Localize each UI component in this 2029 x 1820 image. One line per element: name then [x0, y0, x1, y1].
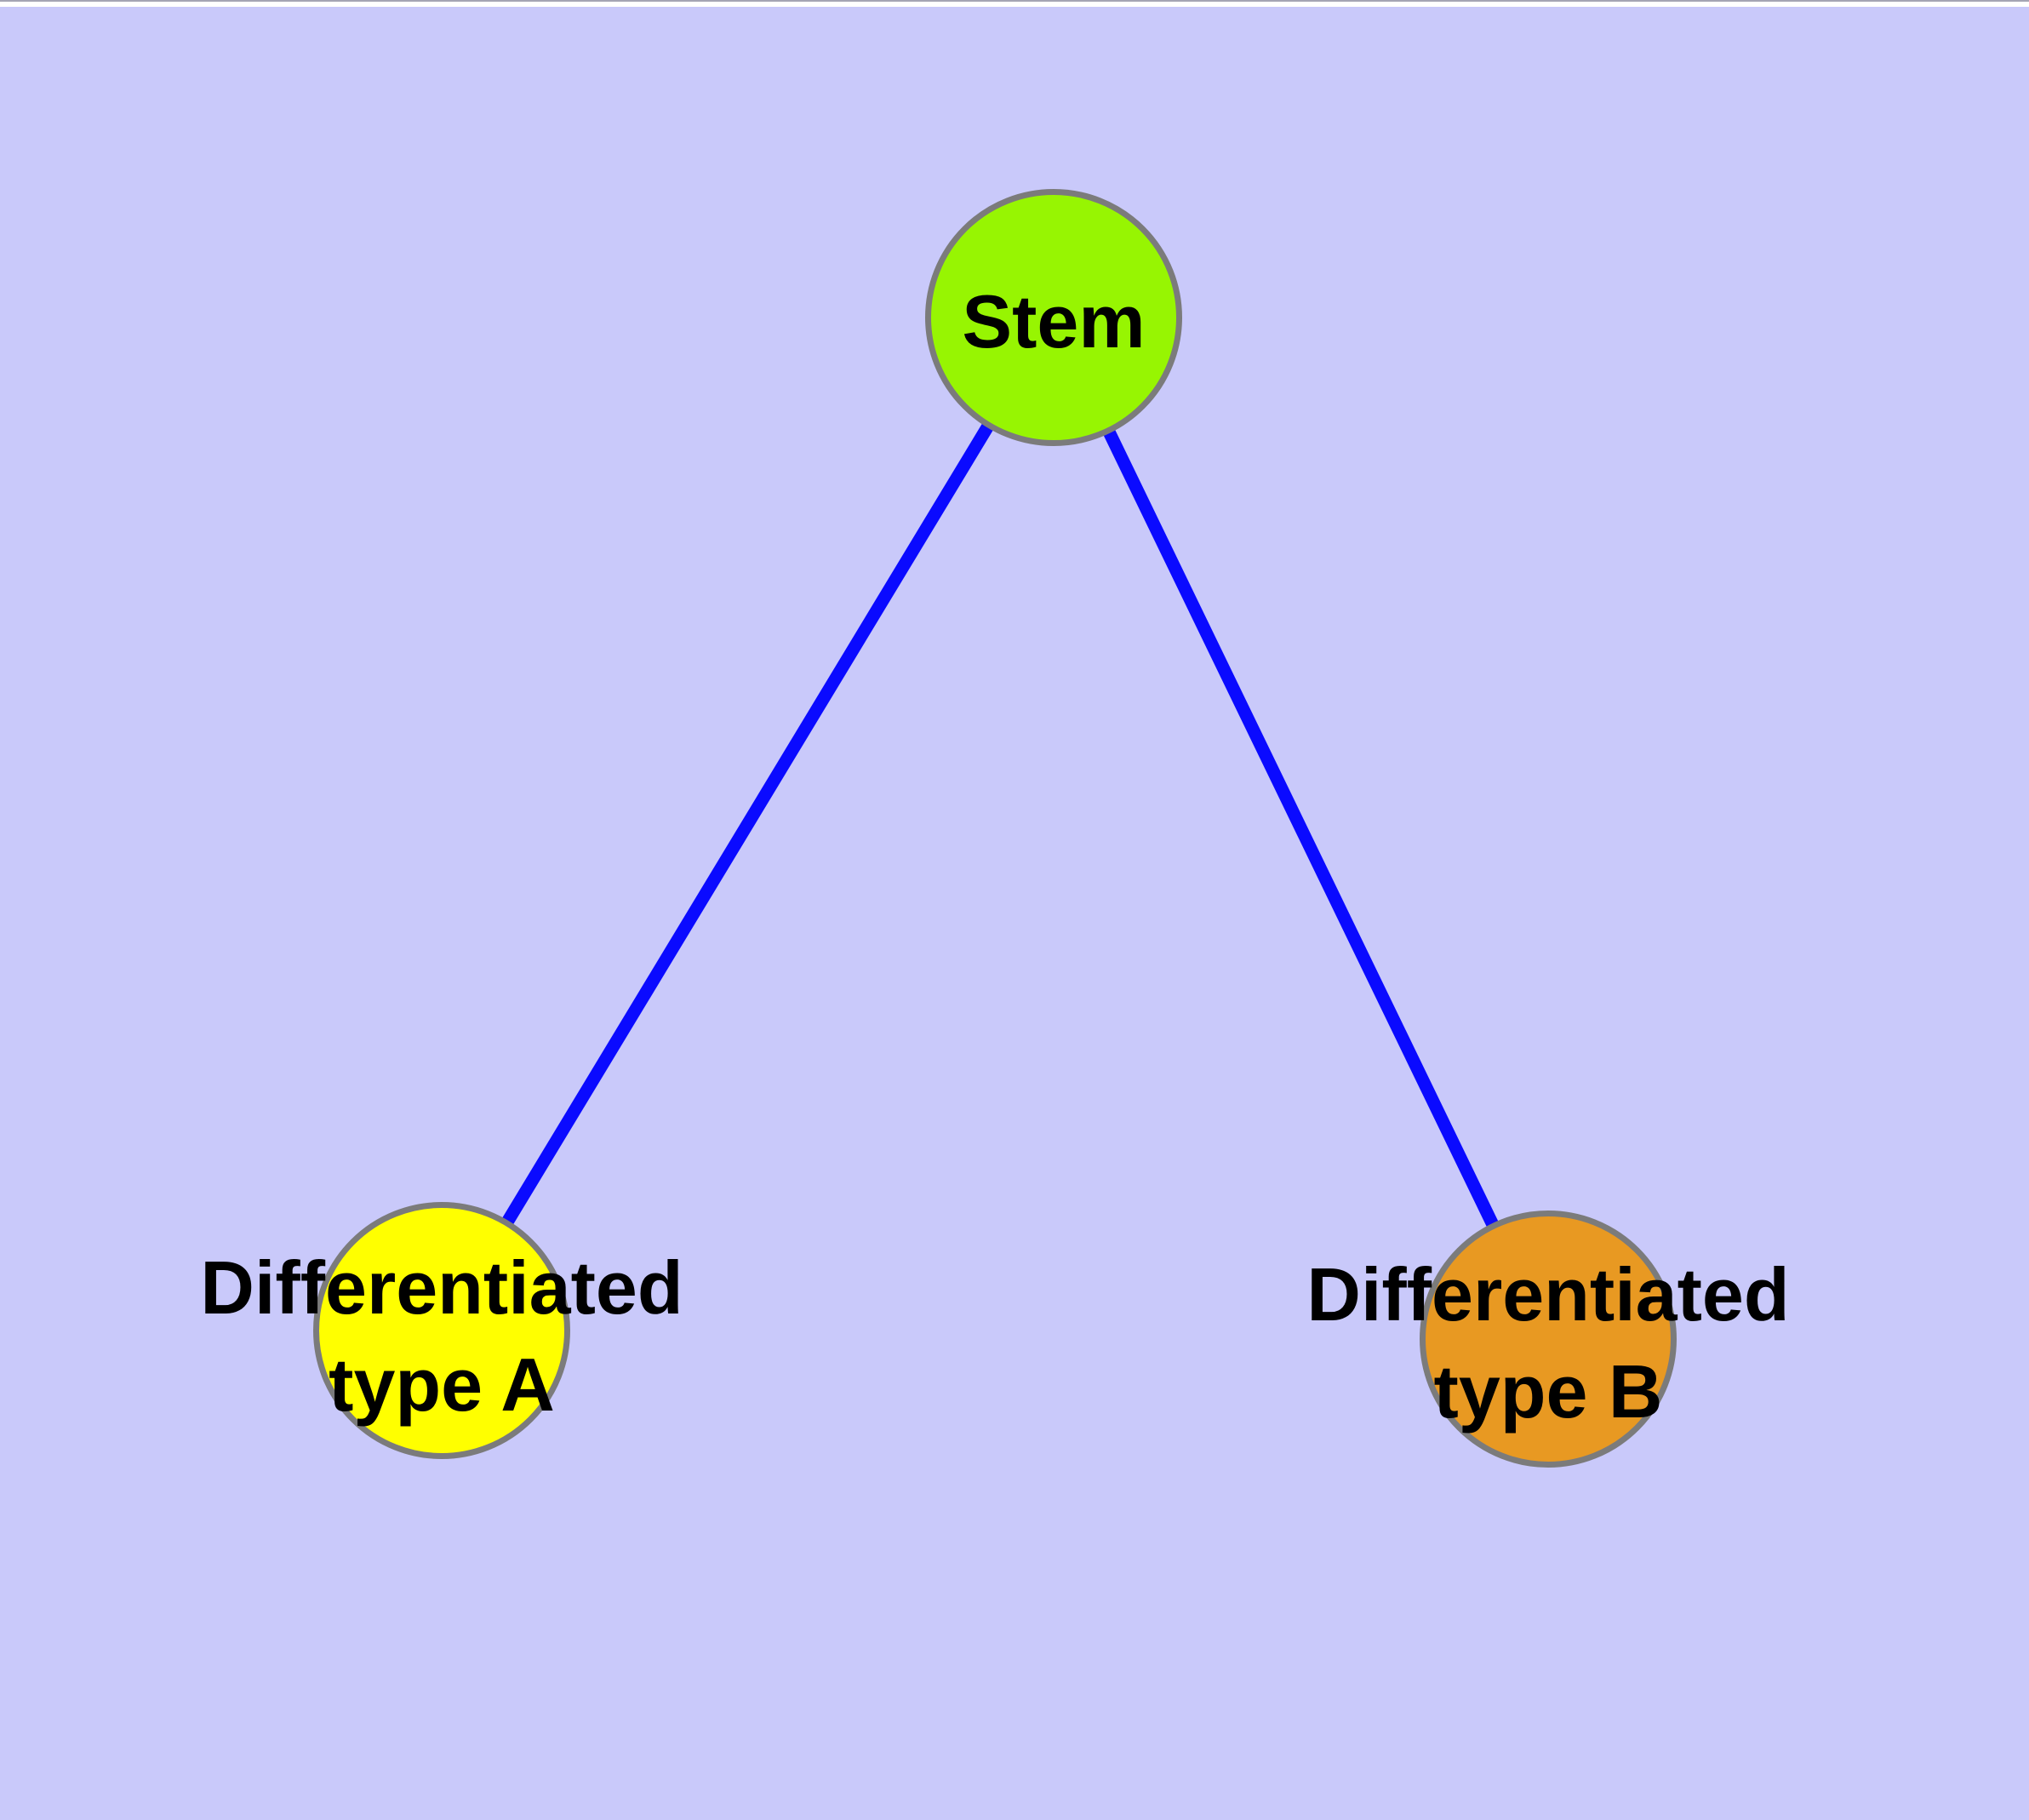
node-label-differentiated-type-a: Differentiated type A: [200, 1239, 683, 1434]
node-differentiated-type-a[interactable]: [313, 1202, 570, 1459]
node-label-line: type B: [1433, 1349, 1663, 1434]
node-differentiated-type-b[interactable]: [1420, 1210, 1677, 1468]
edge-stem-to-type-a: [436, 314, 1060, 1334]
node-stem[interactable]: [925, 189, 1182, 446]
node-label-differentiated-type-b: Differentiated type B: [1306, 1246, 1789, 1440]
edge-stem-to-type-b: [1048, 314, 1554, 1342]
node-label-line: Differentiated: [1306, 1252, 1790, 1336]
node-label-line: Differentiated: [200, 1245, 683, 1330]
node-label-line: type A: [329, 1342, 555, 1427]
canvas-top-edge: [0, 0, 2029, 7]
node-label-stem: Stem: [962, 279, 1146, 363]
